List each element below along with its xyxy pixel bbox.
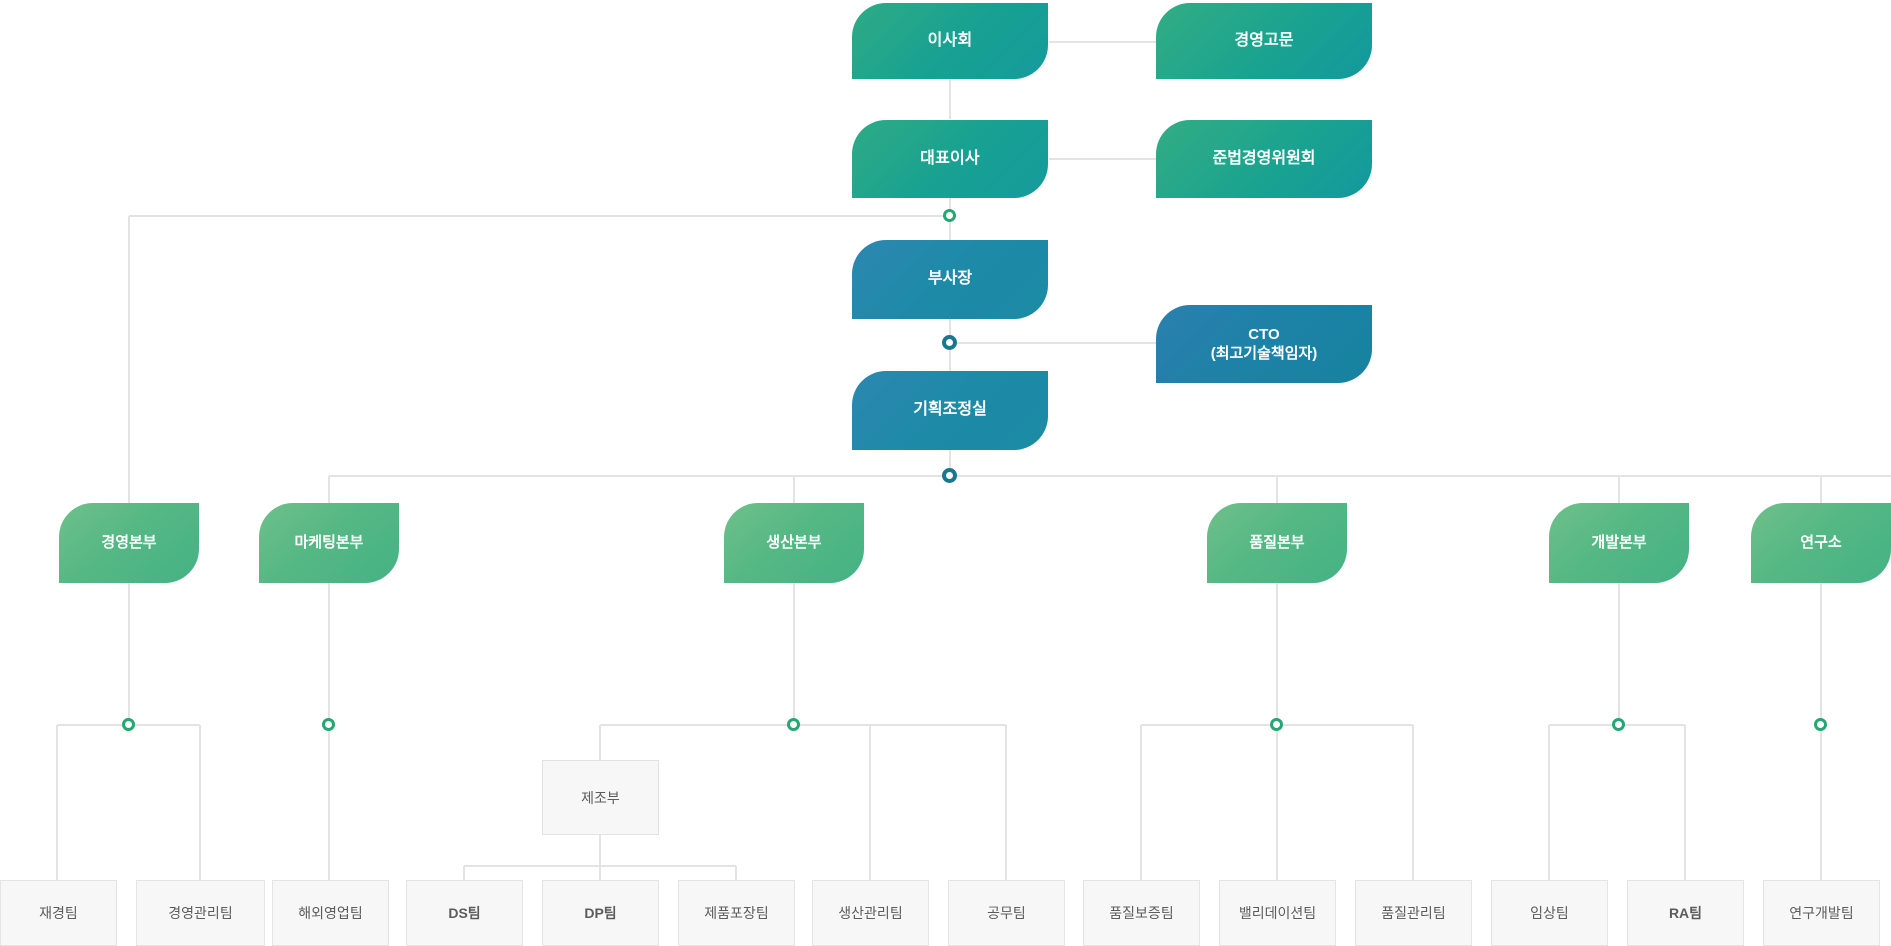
team-dp-label: DP팀 <box>584 905 617 921</box>
team-quality-control-label: 품질관리팀 <box>1381 905 1446 921</box>
junction-dot-development-division <box>1612 718 1625 731</box>
team-finance-label: 재경팀 <box>39 905 78 921</box>
team-overseas-sales-label: 해외영업팀 <box>298 905 363 921</box>
team-facility-maintenance-label: 공무팀 <box>987 905 1026 921</box>
junction-dot-research-division <box>1814 718 1827 731</box>
junction-dot-ceo-branch <box>943 209 956 222</box>
division-research-institute[interactable]: 연구소 <box>1751 503 1891 583</box>
team-clinical-label: 임상팀 <box>1530 905 1569 921</box>
node-ceo[interactable]: 대표이사 <box>852 120 1048 198</box>
node-ceo-label: 대표이사 <box>920 149 980 167</box>
team-quality-assurance[interactable]: 품질보증팀 <box>1083 880 1200 946</box>
division-marketing-label: 마케팅본부 <box>294 534 364 552</box>
team-research-development[interactable]: 연구개발팀 <box>1763 880 1880 946</box>
department-manufacturing-label: 제조부 <box>581 789 620 806</box>
node-vice-president-label: 부사장 <box>927 270 973 288</box>
junction-dot-marketing-division <box>322 718 335 731</box>
team-validation[interactable]: 밸리데이션팀 <box>1219 880 1336 946</box>
node-board-label: 이사회 <box>927 31 973 49</box>
division-quality-label: 품질본부 <box>1249 534 1305 552</box>
junction-dot-division-bus <box>942 468 957 483</box>
team-finance[interactable]: 재경팀 <box>0 880 117 946</box>
node-management-advisor-label: 경영고문 <box>1234 31 1294 49</box>
team-ra-label: RA팀 <box>1668 905 1703 921</box>
team-validation-label: 밸리데이션팀 <box>1238 905 1317 921</box>
team-management-admin[interactable]: 경영관리팀 <box>136 880 265 946</box>
junction-dot-production-division <box>787 718 800 731</box>
division-production-label: 생산본부 <box>766 534 822 552</box>
team-ra[interactable]: RA팀 <box>1627 880 1744 946</box>
division-development[interactable]: 개발본부 <box>1549 503 1689 583</box>
division-development-label: 개발본부 <box>1591 534 1647 552</box>
team-dp[interactable]: DP팀 <box>542 880 659 946</box>
node-management-advisor[interactable]: 경영고문 <box>1156 3 1372 79</box>
team-ds[interactable]: DS팀 <box>406 880 523 946</box>
division-production[interactable]: 생산본부 <box>724 503 864 583</box>
department-manufacturing[interactable]: 제조부 <box>542 760 659 835</box>
node-board[interactable]: 이사회 <box>852 3 1048 79</box>
team-production-control-label: 생산관리팀 <box>838 905 903 921</box>
team-facility-maintenance[interactable]: 공무팀 <box>948 880 1065 946</box>
node-compliance-committee[interactable]: 준법경영위원회 <box>1156 120 1372 198</box>
team-product-packaging[interactable]: 제품포장팀 <box>678 880 795 946</box>
node-compliance-committee-label: 준법경영위원회 <box>1212 149 1316 167</box>
node-vice-president[interactable]: 부사장 <box>852 240 1048 319</box>
team-quality-control[interactable]: 품질관리팀 <box>1355 880 1472 946</box>
node-cto[interactable]: CTO (최고기술책임자) <box>1156 305 1372 383</box>
team-overseas-sales[interactable]: 해외영업팀 <box>272 880 389 946</box>
team-research-development-label: 연구개발팀 <box>1789 905 1854 921</box>
team-production-control[interactable]: 생산관리팀 <box>812 880 929 946</box>
team-management-admin-label: 경영관리팀 <box>168 905 233 921</box>
division-marketing[interactable]: 마케팅본부 <box>259 503 399 583</box>
node-cto-title: CTO <box>1248 325 1280 343</box>
node-planning-office-label: 기획조정실 <box>913 401 987 419</box>
junction-dot-cto-branch <box>942 335 957 350</box>
junction-dot-management-division <box>122 718 135 731</box>
division-management-label: 경영본부 <box>101 534 157 552</box>
team-clinical[interactable]: 임상팀 <box>1491 880 1608 946</box>
team-quality-assurance-label: 품질보증팀 <box>1109 905 1174 921</box>
team-ds-label: DS팀 <box>448 905 481 921</box>
team-product-packaging-label: 제품포장팀 <box>704 905 769 921</box>
node-cto-subtitle: (최고기술책임자) <box>1210 345 1318 362</box>
division-research-institute-label: 연구소 <box>1800 534 1842 552</box>
division-quality[interactable]: 품질본부 <box>1207 503 1347 583</box>
division-management[interactable]: 경영본부 <box>59 503 199 583</box>
node-planning-office[interactable]: 기획조정실 <box>852 371 1048 450</box>
junction-dot-quality-division <box>1270 718 1283 731</box>
